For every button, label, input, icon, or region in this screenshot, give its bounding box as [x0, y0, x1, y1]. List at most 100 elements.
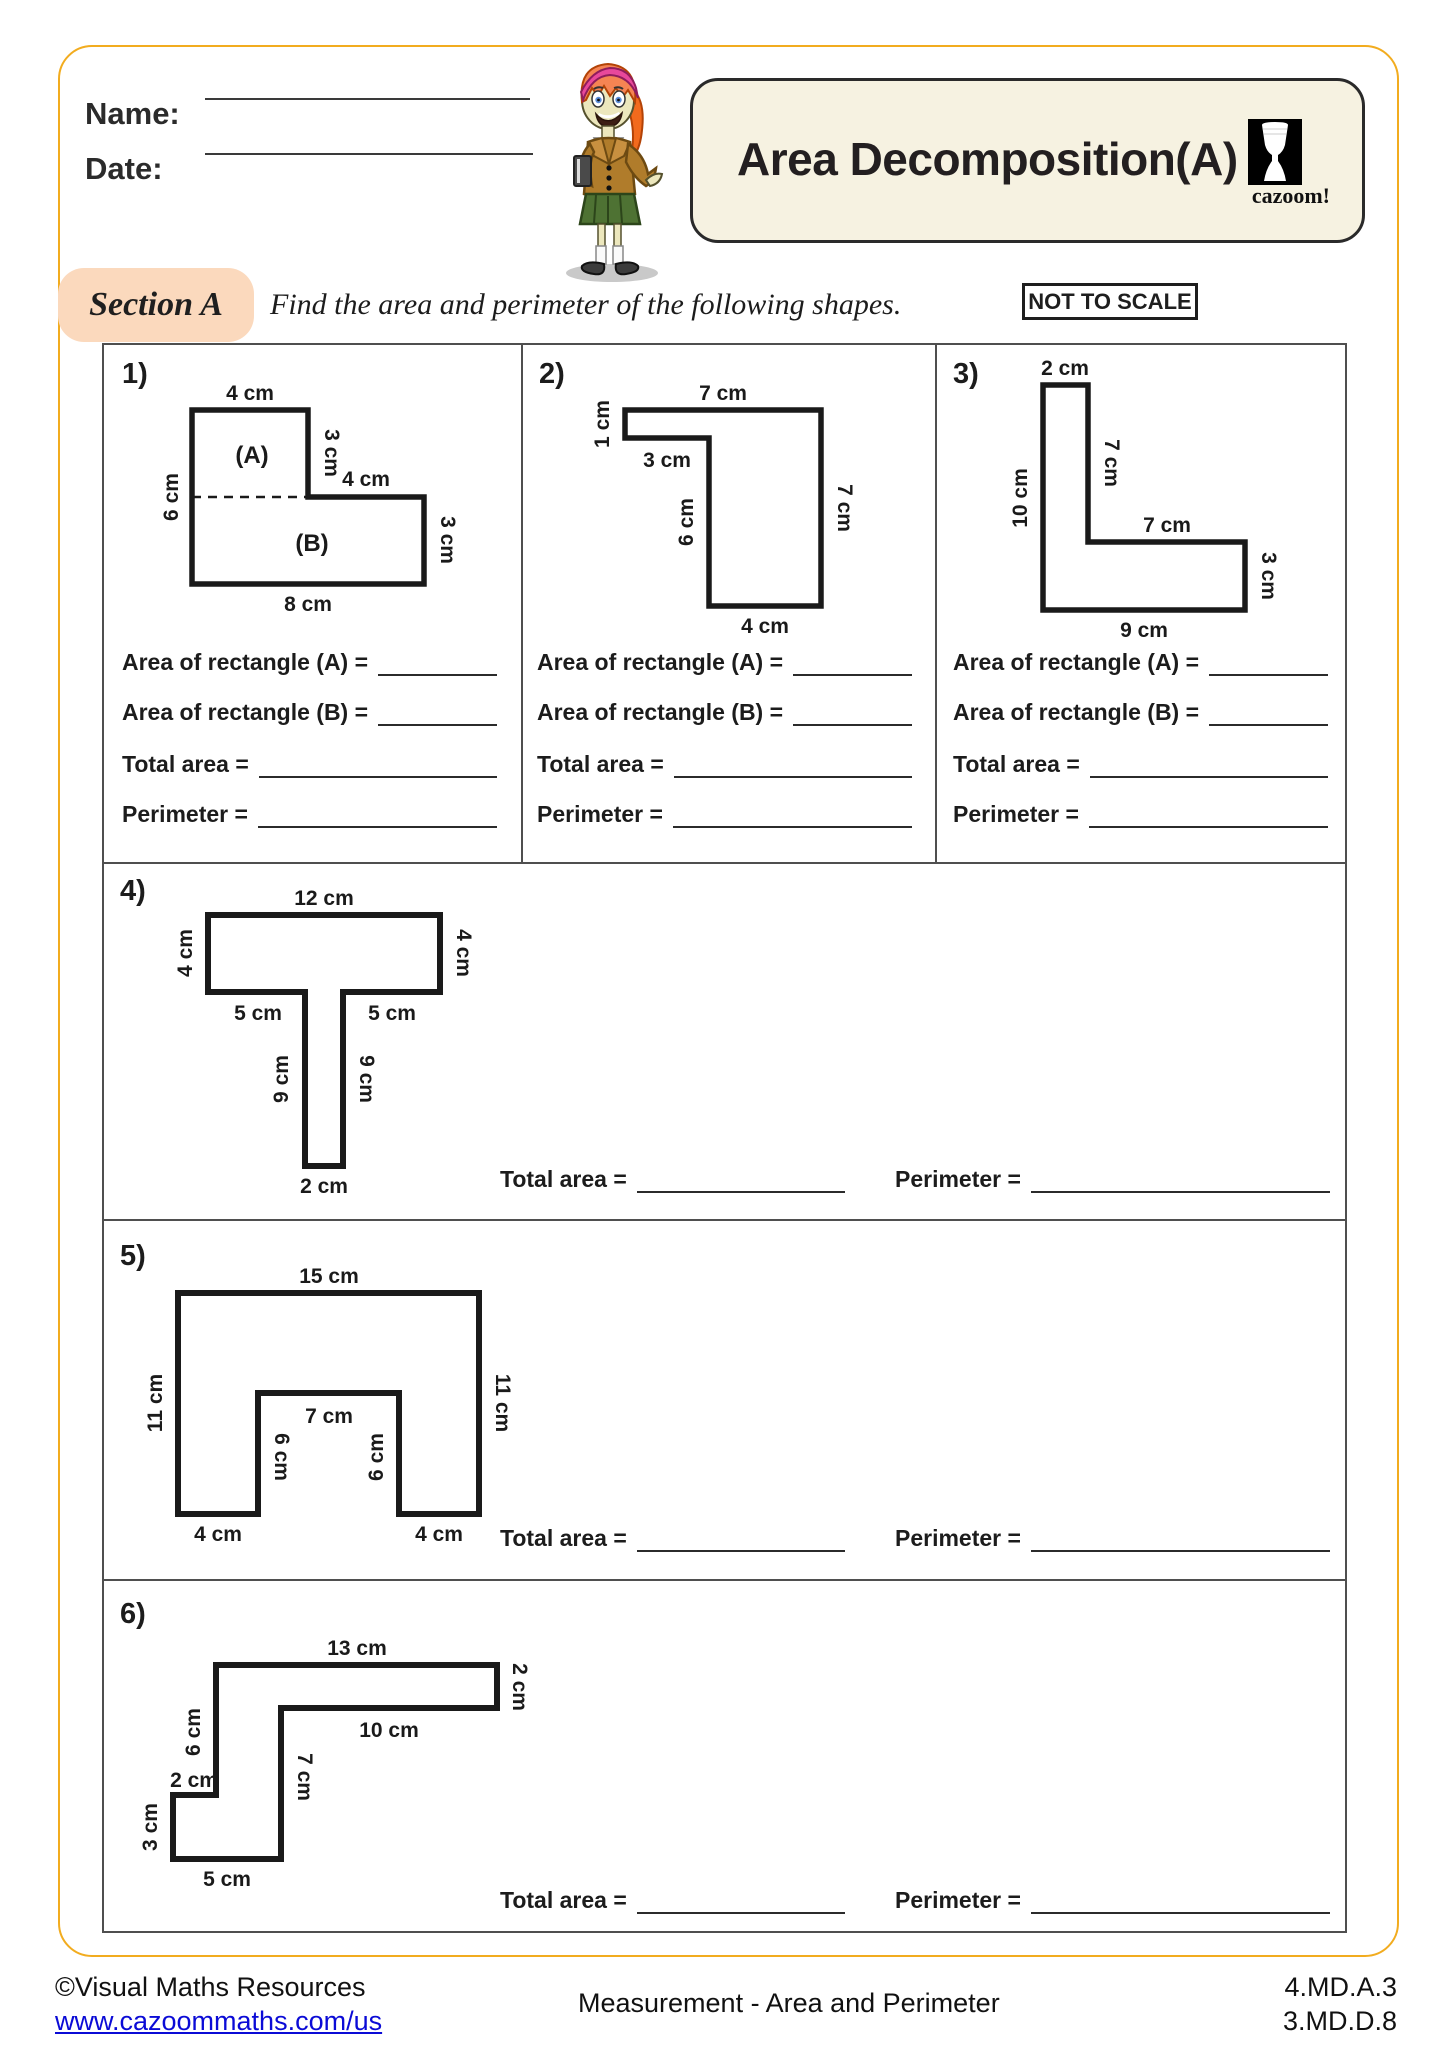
p6-total-row: Total area =: [500, 1884, 845, 1914]
p2-total-row: Total area =: [537, 748, 912, 778]
svg-text:4 cm: 4 cm: [741, 615, 789, 638]
p2-total-answer-line[interactable]: [673, 776, 912, 778]
p3-area-a-answer-line[interactable]: [1209, 674, 1328, 676]
problem-1-number: 1): [122, 358, 148, 390]
p5-perimeter-answer-line[interactable]: [1030, 1550, 1330, 1552]
svg-text:5 cm: 5 cm: [368, 1002, 416, 1025]
girl-book: [573, 155, 592, 187]
p1-total-answer-line[interactable]: [258, 776, 497, 778]
date-input-line[interactable]: [205, 153, 533, 155]
brand-name: cazoom!: [1251, 183, 1330, 208]
grid-divider: [521, 345, 523, 862]
svg-text:4 cm: 4 cm: [174, 929, 197, 977]
area-b-label: Area of rectangle (B) =: [953, 699, 1200, 725]
worksheet-title: Area Decomposition(A): [737, 132, 1238, 185]
total-area-label: Total area =: [122, 751, 249, 777]
svg-text:11 cm: 11 cm: [144, 1374, 167, 1432]
svg-text:15 cm: 15 cm: [299, 1265, 359, 1288]
p3-area-b-answer-line[interactable]: [1209, 724, 1328, 726]
svg-text:13 cm: 13 cm: [327, 1637, 387, 1660]
svg-text:7 cm: 7 cm: [305, 1405, 353, 1428]
footer-topic: Measurement - Area and Perimeter: [578, 1988, 1000, 2018]
svg-text:9 cm: 9 cm: [355, 1055, 378, 1103]
svg-text:4 cm: 4 cm: [194, 1523, 242, 1546]
grid-divider: [104, 862, 1345, 864]
p1-perimeter-row: Perimeter =: [122, 798, 497, 828]
svg-text:6 cm: 6 cm: [365, 1433, 388, 1481]
p2-area-a-answer-line[interactable]: [793, 674, 912, 676]
girl-hand: [644, 172, 664, 188]
girl-sock: [612, 245, 624, 265]
problem-2-number: 2): [539, 358, 565, 390]
p6-total-answer-line[interactable]: [636, 1912, 845, 1914]
l-shape-outline: [189, 407, 427, 587]
p5-perimeter-row: Perimeter =: [895, 1522, 1330, 1552]
p6-perimeter-answer-line[interactable]: [1030, 1912, 1330, 1914]
p4-perimeter-answer-line[interactable]: [1030, 1191, 1330, 1193]
svg-text:10 cm: 10 cm: [1009, 468, 1032, 528]
p1-area-b-answer-line[interactable]: [378, 724, 497, 726]
area-b-label: Area of rectangle (B) =: [122, 699, 369, 725]
p3-area-b-row: Area of rectangle (B) =: [953, 696, 1328, 726]
svg-text:11 cm: 11 cm: [491, 1374, 514, 1432]
svg-text:7 cm: 7 cm: [293, 1753, 316, 1801]
p3-total-answer-line[interactable]: [1089, 776, 1328, 778]
p2-area-b-row: Area of rectangle (B) =: [537, 696, 912, 726]
girl-skirt: [578, 192, 642, 226]
l-shape-outline: [1040, 382, 1248, 613]
total-area-label: Total area =: [500, 1166, 627, 1192]
svg-text:6 cm: 6 cm: [675, 498, 698, 546]
p3-total-row: Total area =: [953, 748, 1328, 778]
problem-1-diagram: 4 cm 3 cm 6 cm 4 cm 3 cm 8 cm (A) (B): [160, 382, 459, 616]
svg-text:2 cm: 2 cm: [170, 1769, 218, 1792]
girl-sock: [595, 245, 607, 265]
website-link-wrap: www.cazoommaths.com/us: [55, 2006, 382, 2037]
svg-text:3 cm: 3 cm: [643, 449, 691, 472]
website-link[interactable]: www.cazoommaths.com/us: [55, 2006, 383, 2036]
total-area-label: Total area =: [500, 1525, 627, 1551]
standard-code-1: 4.MD.A.3: [1284, 1972, 1397, 2002]
svg-text:9 cm: 9 cm: [1120, 619, 1168, 642]
p2-area-b-answer-line[interactable]: [793, 724, 912, 726]
p4-total-answer-line[interactable]: [636, 1191, 845, 1193]
p1-total-row: Total area =: [122, 748, 497, 778]
svg-text:6 cm: 6 cm: [270, 1433, 293, 1481]
problem-4-diagram: 12 cm 4 cm 4 cm 5 cm 5 cm 9 cm 9 cm 2 cm: [174, 887, 475, 1198]
p5-total-answer-line[interactable]: [636, 1550, 845, 1552]
problem-6-number: 6): [120, 1598, 146, 1630]
p1-perimeter-answer-line[interactable]: [257, 826, 497, 828]
step-shape-outline: [170, 1662, 500, 1862]
girl-shoe: [580, 261, 606, 276]
girl-smile: [594, 110, 624, 128]
p1-area-b-row: Area of rectangle (B) =: [122, 696, 497, 726]
problem-2-diagram: 7 cm 1 cm 3 cm 6 cm 7 cm 4 cm: [591, 382, 856, 638]
drum-glyph: [1262, 122, 1288, 181]
l-shape-outline: [622, 407, 824, 609]
p2-perimeter-answer-line[interactable]: [672, 826, 912, 828]
total-area-label: Total area =: [500, 1887, 627, 1913]
perimeter-label: Perimeter =: [895, 1166, 1021, 1192]
p6-perimeter-row: Perimeter =: [895, 1884, 1330, 1914]
p4-total-row: Total area =: [500, 1163, 845, 1193]
svg-text:4 cm: 4 cm: [226, 382, 274, 405]
svg-text:3 cm: 3 cm: [320, 429, 343, 477]
p5-total-row: Total area =: [500, 1522, 845, 1552]
svg-text:2 cm: 2 cm: [1041, 357, 1089, 380]
perimeter-label: Perimeter =: [953, 801, 1079, 827]
name-input-line[interactable]: [205, 98, 530, 100]
p3-perimeter-answer-line[interactable]: [1088, 826, 1328, 828]
p3-area-a-row: Area of rectangle (A) =: [953, 646, 1328, 676]
not-to-scale-badge: NOT TO SCALE: [1022, 283, 1198, 320]
cartoon-girl-illustration: [566, 62, 664, 282]
region-a-label: (A): [235, 442, 268, 469]
instruction-text: Find the area and perimeter of the follo…: [270, 288, 902, 321]
svg-text:4 cm: 4 cm: [415, 1523, 463, 1546]
problem-3-diagram: 2 cm 7 cm 10 cm 7 cm 3 cm 9 cm: [1009, 357, 1280, 642]
area-a-label: Area of rectangle (A) =: [537, 649, 784, 675]
p1-area-a-row: Area of rectangle (A) =: [122, 646, 497, 676]
section-a-label: Section A: [89, 286, 223, 323]
problem-5-number: 5): [120, 1240, 146, 1272]
p1-area-a-answer-line[interactable]: [378, 674, 497, 676]
copyright-text: ©Visual Maths Resources: [55, 1972, 366, 2002]
svg-text:10 cm: 10 cm: [359, 1719, 419, 1742]
